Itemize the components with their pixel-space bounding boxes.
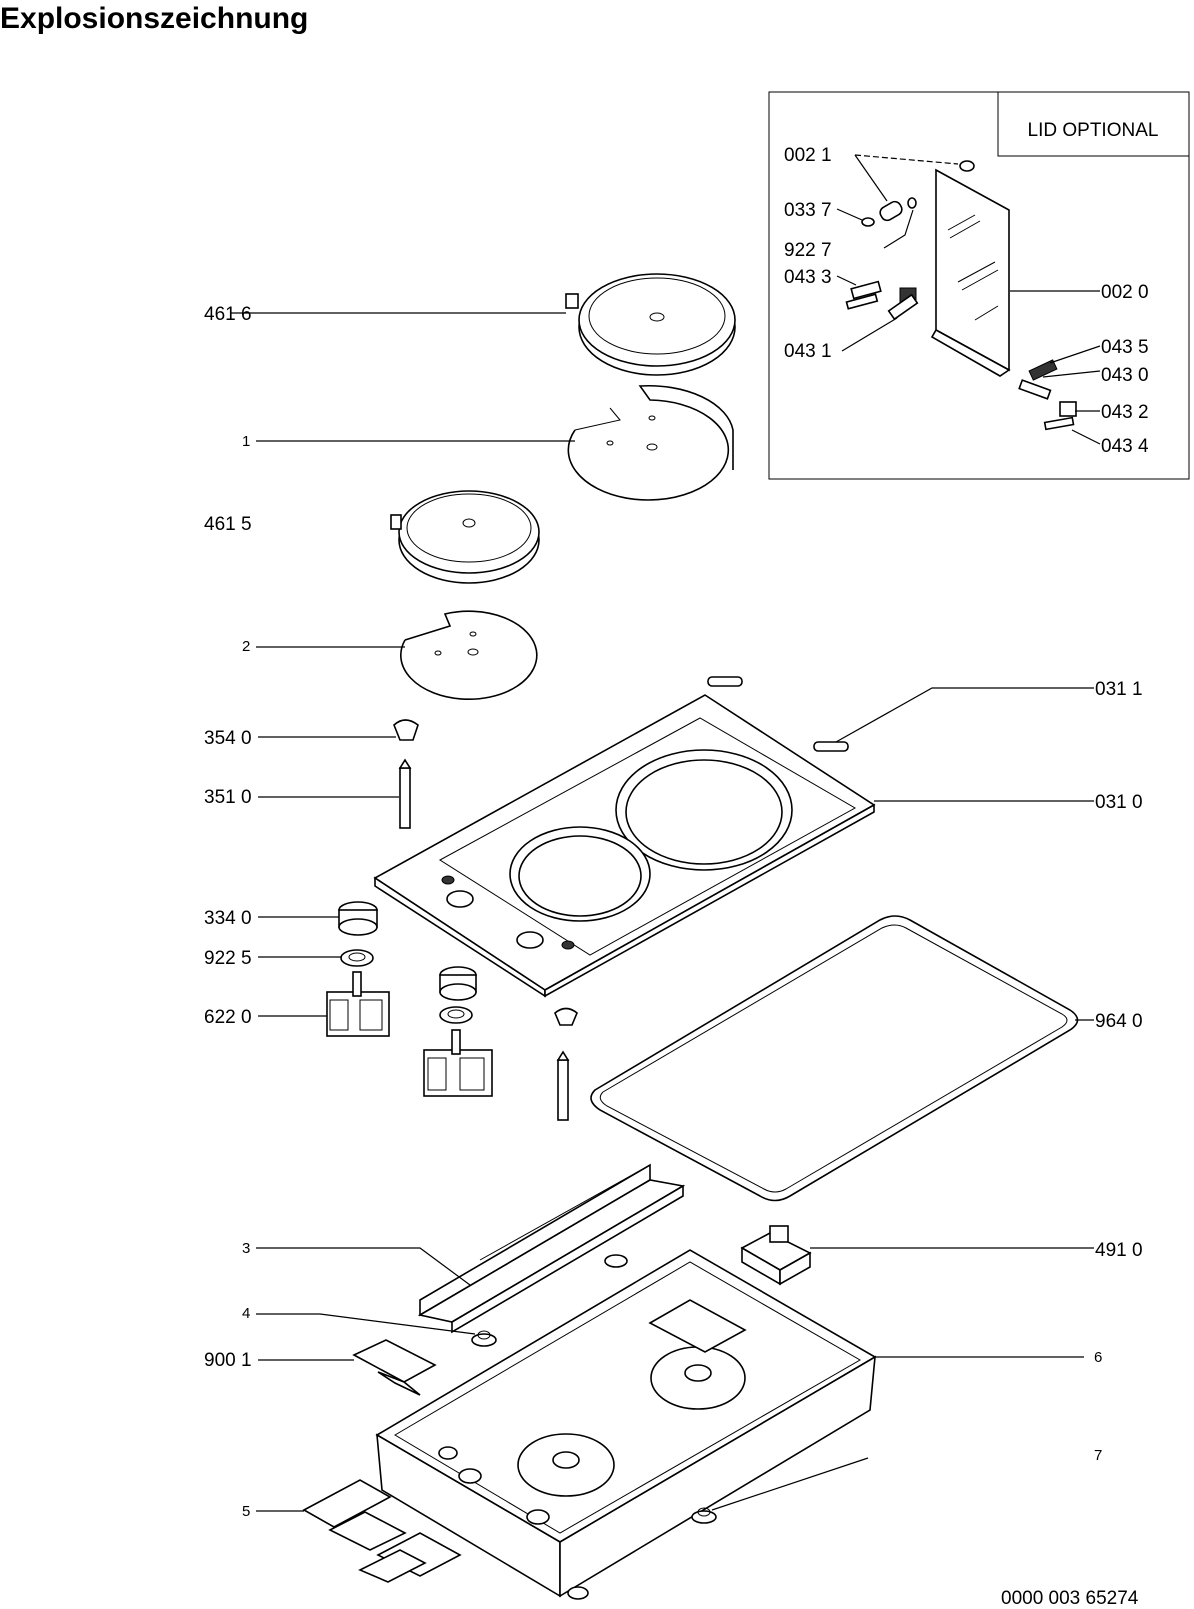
document-number: 0000 003 65274 [1001, 1588, 1139, 1609]
spindle-part [398, 758, 412, 829]
clamp-part [352, 1339, 437, 1396]
energy-regulator-part [326, 971, 390, 1037]
label-3540: 354 0 [204, 728, 252, 749]
knob-cap-right-part [554, 1007, 578, 1026]
small-heat-shield-part [400, 610, 538, 701]
top-frame-part [373, 694, 876, 998]
label-6220: 622 0 [204, 1007, 252, 1028]
large-hotplate-part [565, 273, 736, 376]
label-9227: 922 7 [784, 240, 832, 261]
seal-ring-part [340, 949, 374, 967]
lid-optional-box: LID OPTIONAL [768, 91, 1190, 480]
label-3340: 334 0 [204, 908, 252, 929]
foot-part [471, 1330, 497, 1347]
label-9001: 900 1 [204, 1350, 252, 1371]
label-0433: 043 3 [784, 267, 832, 288]
foot-lower-part [567, 1586, 589, 1600]
label-0311: 031 1 [1095, 679, 1143, 700]
terminal-block-part [740, 1225, 812, 1286]
bracket-part [302, 1479, 462, 1583]
label-0430: 043 0 [1101, 365, 1149, 386]
label-4616: 461 6 [204, 304, 252, 325]
label-3: 3 [242, 1240, 250, 1257]
page-title: Explosionszeichnung [0, 2, 308, 35]
label-0337: 033 7 [784, 200, 832, 221]
label-0431: 043 1 [784, 341, 832, 362]
control-knob-part [338, 901, 378, 936]
label-1: 1 [242, 433, 250, 450]
label-7: 7 [1094, 1447, 1102, 1464]
label-3510: 351 0 [204, 787, 252, 808]
label-0435: 043 5 [1101, 337, 1149, 358]
foot-bottom-part [691, 1507, 717, 1524]
label-2: 2 [242, 638, 250, 655]
label-5: 5 [242, 1503, 250, 1520]
gasket-part [590, 915, 1079, 1202]
lid-optional-heading: LID OPTIONAL [1028, 120, 1159, 141]
label-9225: 922 5 [204, 948, 252, 969]
knob-cap-part [393, 719, 419, 741]
label-4910: 491 0 [1095, 1240, 1143, 1261]
spindle-right-part [556, 1050, 570, 1121]
energy-regulator-right-part [423, 1029, 493, 1097]
frame-pad-top-part [707, 676, 743, 687]
label-6: 6 [1094, 1349, 1102, 1366]
lid-knob-part [959, 160, 975, 172]
lid-hinge-parts [845, 280, 1077, 431]
large-heat-shield-part [567, 384, 734, 501]
label-0434: 043 4 [1101, 436, 1149, 457]
label-0020: 002 0 [1101, 282, 1149, 303]
label-4: 4 [242, 1305, 250, 1322]
label-0432: 043 2 [1101, 402, 1149, 423]
label-0310: 031 0 [1095, 792, 1143, 813]
bottom-tray-part [375, 1249, 877, 1598]
control-knob-right-part [439, 966, 477, 1001]
foot-top-part [604, 1254, 628, 1268]
label-9640: 964 0 [1095, 1011, 1143, 1032]
label-4615: 461 5 [204, 514, 252, 535]
label-0021: 002 1 [784, 145, 832, 166]
rail-part [417, 1163, 686, 1334]
glass-lid-part [930, 168, 1011, 377]
frame-pad-part [813, 741, 849, 752]
seal-ring-right-part [439, 1006, 473, 1024]
small-hotplate-part [390, 490, 540, 584]
lid-screw-part [861, 197, 917, 227]
